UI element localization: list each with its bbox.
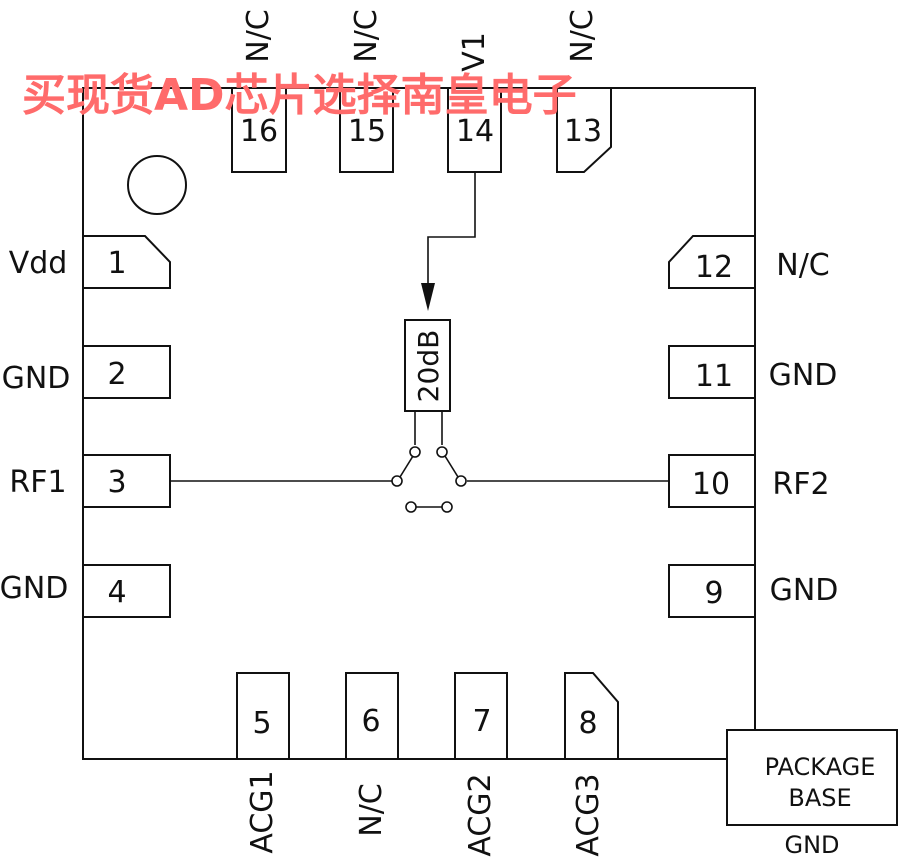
pin-11-label: GND <box>769 358 838 393</box>
pin-10-number: 10 <box>692 467 730 502</box>
pin1-indicator-circle <box>127 155 187 215</box>
attenuator-box <box>404 319 451 412</box>
pin-12-label: N/C <box>776 248 830 283</box>
pin-15-number: 15 <box>348 114 386 149</box>
pin-13: 13 N/C <box>556 9 612 173</box>
pin-8: 8 ACG3 <box>564 672 619 857</box>
pin-9-label: GND <box>770 573 839 608</box>
v1-control-line <box>427 172 476 285</box>
pin-4: 4 GND <box>0 564 171 618</box>
pin-2-number: 2 <box>107 357 126 392</box>
arrow-head-icon <box>421 283 435 311</box>
pin-13-number: 13 <box>564 114 602 149</box>
pin-9-number: 9 <box>704 576 723 611</box>
bypass-contact-left <box>405 501 417 513</box>
pin-4-number: 4 <box>107 575 126 610</box>
pin-6-number: 6 <box>361 704 380 739</box>
pin-4-label: GND <box>0 571 68 606</box>
pin-14-number: 14 <box>456 114 494 149</box>
bypass-contact-right <box>441 501 453 513</box>
pin-14-label: V1 <box>457 32 492 72</box>
pin-11: 11 GND <box>668 345 838 399</box>
pin-9: 9 GND <box>668 564 839 618</box>
pin-2-label: GND <box>2 361 71 396</box>
pin-11-number: 11 <box>695 359 733 394</box>
pin-5-number: 5 <box>252 706 271 741</box>
package-base-line2: BASE <box>788 784 851 812</box>
pin-1: 1 Vdd <box>9 235 171 289</box>
switch-contact-top-left <box>409 446 421 458</box>
switch-contact-top-right <box>436 446 448 458</box>
pin-1-label: Vdd <box>9 246 68 281</box>
pin-7: 7 ACG2 <box>454 672 508 857</box>
pin-5: 5 ACG1 <box>236 672 290 854</box>
pin-15-label: N/C <box>349 9 384 63</box>
package-base-box <box>726 729 898 826</box>
pin-8-number: 8 <box>578 706 597 741</box>
pin-10: 10 RF2 <box>668 454 830 508</box>
pin-1-number: 1 <box>107 246 126 281</box>
switch-arm-left <box>399 455 414 478</box>
pin-8-label: ACG3 <box>571 773 606 856</box>
pin-13-label: N/C <box>565 9 600 63</box>
pin-16: 16 N/C <box>231 9 287 173</box>
watermark-text: 买现货AD芯片选择南皇电子 <box>22 70 577 121</box>
pin-3-label: RF1 <box>9 465 66 500</box>
pin-12-number: 12 <box>695 250 733 285</box>
pin-15: 15 N/C <box>339 9 394 173</box>
pin-7-number: 7 <box>472 704 491 739</box>
pin-3: 3 RF1 <box>9 454 171 508</box>
switch-pivot-left <box>391 475 403 487</box>
switch-arm-right <box>444 455 459 478</box>
pin-6-label: N/C <box>354 783 389 837</box>
pin-14: 14 V1 <box>447 32 502 173</box>
pin-10-label: RF2 <box>772 467 829 502</box>
pin-7-label: ACG2 <box>463 773 498 856</box>
pin-6: 6 N/C <box>345 672 399 837</box>
package-body <box>82 87 756 760</box>
package-base-gnd: GND <box>784 831 839 858</box>
pin-16-number: 16 <box>240 114 278 149</box>
attenuator-label: 20dB <box>412 330 445 403</box>
pin-2: 2 GND <box>2 345 171 399</box>
pin-12: 12 N/C <box>668 235 830 289</box>
package-base-line1: PACKAGE <box>765 753 876 781</box>
pin-16-label: N/C <box>241 9 276 63</box>
switch-pivot-right <box>455 475 467 487</box>
pin-3-number: 3 <box>107 465 126 500</box>
pin-5-label: ACG1 <box>245 770 280 853</box>
